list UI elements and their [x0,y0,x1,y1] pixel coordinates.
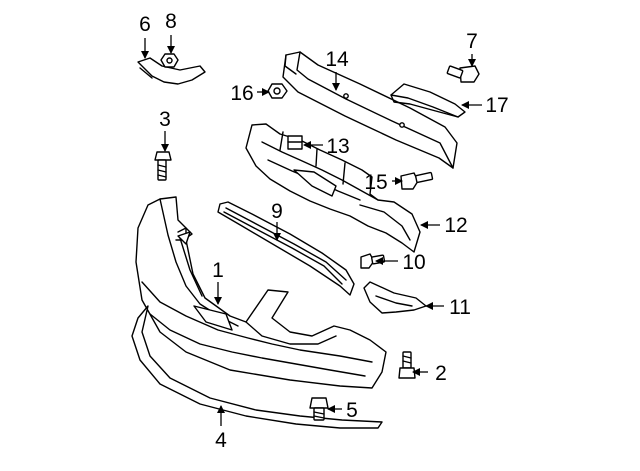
bolt-15 [400,171,434,190]
callout-15: 15 [364,171,387,194]
nut-16 [267,83,288,99]
lower-spoiler [131,305,383,429]
callout-4: 4 [215,429,227,452]
bumper-cover [135,196,387,389]
side-bracket [390,83,466,118]
callout-7: 7 [466,30,478,53]
leader-lines [141,35,482,426]
bolt-5 [309,397,329,421]
reinforcement-beam [282,51,458,169]
callout-1: 1 [212,259,224,282]
bolt-2 [398,351,416,379]
callout-17: 17 [485,94,508,117]
callout-labels: 6 8 7 14 16 17 3 13 15 12 9 10 1 11 2 5 … [139,10,509,452]
callout-11: 11 [449,296,471,319]
bolt-7 [446,65,480,83]
callout-8: 8 [165,10,177,33]
energy-absorber [245,123,421,253]
upper-bracket [137,57,206,85]
nut-8 [160,53,179,68]
callout-10: 10 [402,251,425,274]
callout-14: 14 [325,48,349,71]
callout-2: 2 [435,362,447,385]
lower-grille [217,201,355,296]
absorber-clip [287,135,303,150]
callout-3: 3 [159,108,171,131]
callout-5: 5 [346,399,358,422]
callout-12: 12 [444,214,467,237]
side-cover [363,281,427,314]
callout-13: 13 [326,135,349,158]
callout-9: 9 [271,200,283,223]
callout-16: 16 [230,82,253,105]
bolt-3 [154,151,172,181]
callout-6: 6 [139,13,151,36]
